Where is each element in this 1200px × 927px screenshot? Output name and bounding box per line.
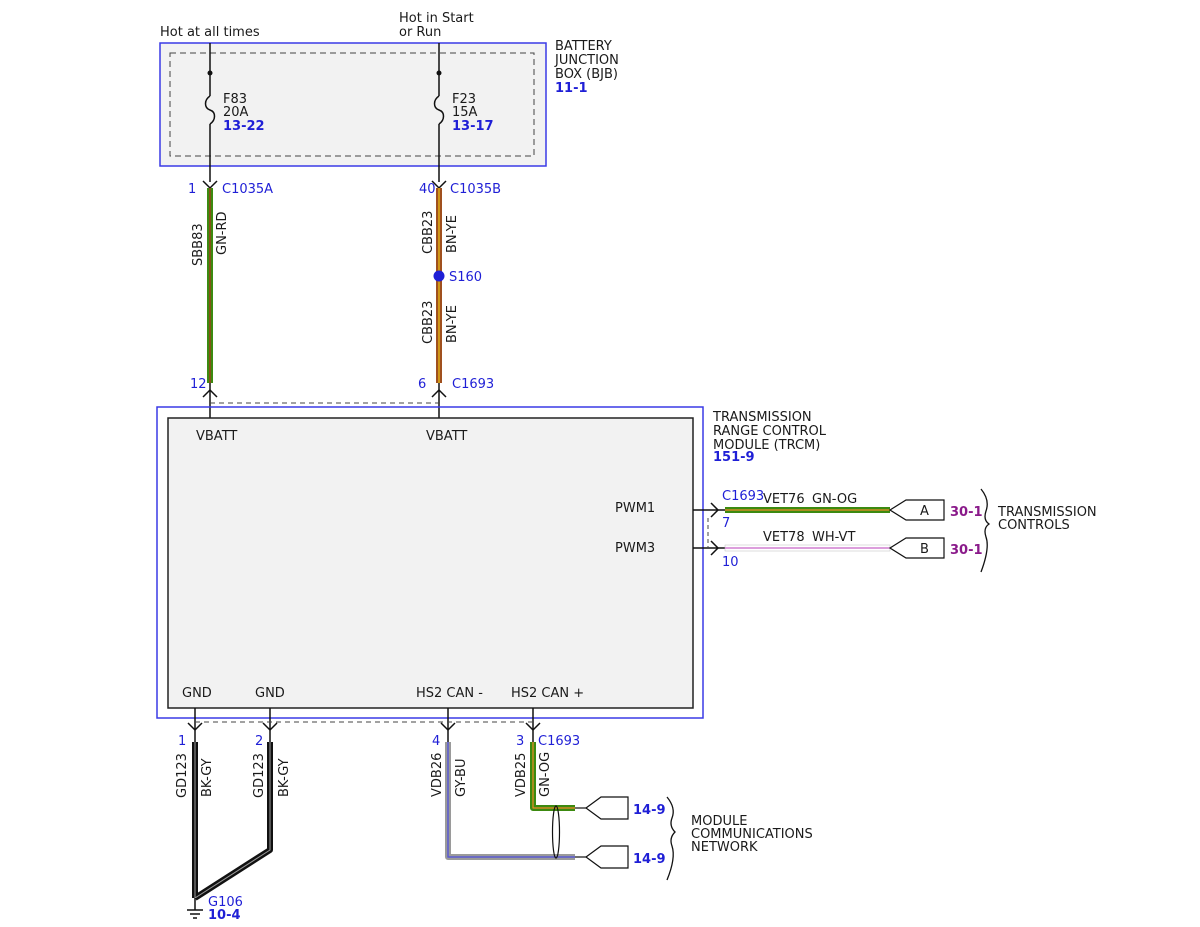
pin-vdb25: 3: [516, 734, 524, 749]
wire-gd123-a-circuit: GD123: [175, 753, 190, 798]
label-transmission-controls-2: CONTROLS: [998, 518, 1070, 533]
wire-vet78-circuit: VET78: [763, 530, 805, 545]
label-hot-in-start: Hot in Start: [399, 11, 474, 26]
bjb-inner-dashed: [169, 52, 535, 157]
label-transmission-controls-1: TRANSMISSION: [997, 505, 1097, 520]
connector-pwm3-arrow-icon: [710, 540, 720, 556]
label-network-3: NETWORK: [691, 840, 758, 855]
wire-sbb83-color: GN-RD: [215, 211, 230, 255]
pin-sbb83-top: 1: [188, 182, 196, 197]
pin-gd123-b: 2: [255, 734, 263, 749]
wire-gd123-a-color: BK-GY: [200, 758, 215, 797]
ref-transmission-a: 30-1: [950, 505, 983, 520]
splice-s160-icon: [433, 270, 445, 282]
ref-transmission-b: 30-1: [950, 543, 983, 558]
pin-gd123-a: 1: [178, 734, 186, 749]
trcm-pin-can-plus: HS2 CAN +: [511, 686, 584, 701]
trcm-name-line1: TRANSMISSION: [712, 410, 812, 425]
connector-gnd1-arrow-icon: [187, 722, 203, 732]
wire-vdb26-stripe: [447, 742, 575, 858]
connector-can-plus-arrow-icon: [525, 722, 541, 732]
connector-gnd2-arrow-icon: [262, 722, 278, 732]
connector-c1035a-arrow-icon: [202, 180, 218, 190]
label-or-run: or Run: [399, 25, 441, 40]
bjb-name-line1: BATTERY: [555, 39, 612, 54]
wire-vet76-color: GN-OG: [812, 492, 857, 507]
splice-s160: S160: [449, 270, 482, 285]
bracket-network-icon: [666, 796, 676, 881]
wire-cbb23-upper-color: BN-YE: [445, 215, 460, 253]
ground-g106: G106: [208, 895, 243, 910]
fuse-f83-ref: 13-22: [223, 119, 265, 134]
label-network-2: COMMUNICATIONS: [691, 827, 813, 842]
pin-vet78: 10: [722, 555, 739, 570]
pin-vdb26: 4: [432, 734, 440, 749]
network-flag-1-icon: [584, 796, 629, 820]
flag-b-icon: [888, 537, 945, 559]
wire-cbb23-lower-color: BN-YE: [445, 305, 460, 343]
trcm-pin-gnd-2: GND: [255, 686, 285, 701]
wire-cbb23-lower-circuit: CBB23: [421, 301, 436, 344]
connector-c1035a: C1035A: [222, 182, 273, 197]
wire-gd123-b-circuit: GD123: [252, 753, 267, 798]
trcm-frame: [156, 406, 704, 719]
pin-sbb83-bottom: 12: [190, 377, 207, 392]
twisted-pair-icon: [551, 805, 561, 859]
flag-a-label: A: [920, 504, 929, 519]
bjb-name-line3: BOX (BJB): [555, 67, 618, 82]
wire-vdb25-circuit: VDB25: [514, 753, 529, 797]
wire-sbb83-circuit: SBB83: [191, 223, 206, 266]
wire-vdb25-stripe: [532, 742, 575, 809]
bracket-transmission-icon: [980, 488, 991, 573]
ground-ref: 10-4: [208, 908, 241, 923]
trcm-ref: 151-9: [713, 450, 755, 465]
bjb-ref: 11-1: [555, 81, 588, 96]
trcm-pin-can-minus: HS2 CAN -: [416, 686, 483, 701]
connector-c1035b: C1035B: [450, 182, 501, 197]
trcm-body: [167, 417, 694, 709]
fuse-f23-id: F23: [452, 92, 476, 107]
bjb-name-line2: JUNCTION: [554, 53, 619, 68]
connector-pwm1-arrow-icon: [710, 502, 720, 518]
flag-b-label: B: [920, 542, 929, 557]
pin-cbb23-bottom: 6: [418, 377, 426, 392]
wire-vdb26-circuit: VDB26: [430, 753, 445, 797]
trcm-name-line3: MODULE (TRCM): [713, 438, 820, 453]
trcm-pin-vbatt-2: VBATT: [426, 429, 467, 444]
fuse-f83-icon: [204, 95, 216, 125]
wire-gd123-stripe: [194, 742, 271, 899]
wire-cbb23-upper-circuit: CBB23: [421, 211, 436, 254]
bjb-frame: [159, 42, 547, 167]
label-hot-at-all-times: Hot at all times: [160, 25, 260, 40]
network-flag-2-icon: [584, 845, 629, 869]
trcm-pin-pwm1: PWM1: [615, 501, 655, 516]
trcm-pin-pwm3: PWM3: [615, 541, 655, 556]
pin-cbb23-top: 40: [419, 182, 436, 197]
fuse-f23-ref: 13-17: [452, 119, 494, 134]
connector-can-minus-arrow-icon: [440, 722, 456, 732]
label-network-1: MODULE: [691, 814, 747, 829]
f23-node: [436, 70, 442, 76]
wire-vdb26-color: GY-BU: [454, 759, 469, 798]
fuse-f83-rating: 20A: [223, 105, 249, 120]
connector-c1693-top: C1693: [452, 377, 494, 392]
fuse-f23-icon: [433, 95, 445, 125]
wire-vet78-color: WH-VT: [812, 530, 855, 545]
wire-vdb25-color: GN-OG: [538, 752, 553, 797]
pin-vet76: 7: [722, 516, 730, 531]
trcm-pin-gnd-1: GND: [182, 686, 212, 701]
wire-gd123-b-color: BK-GY: [277, 758, 292, 797]
flag-a-icon: [888, 499, 945, 521]
trcm-name-line2: RANGE CONTROL: [713, 424, 827, 439]
connector-c1693-side: C1693: [722, 489, 764, 504]
ref-network-2: 14-9: [633, 852, 666, 867]
fuse-f23-rating: 15A: [452, 105, 478, 120]
connector-c1693-bottom: C1693: [538, 734, 580, 749]
wire-vet76-circuit: VET76: [763, 492, 805, 507]
ref-network-1: 14-9: [633, 803, 666, 818]
f83-node: [207, 70, 213, 76]
trcm-pin-vbatt-1: VBATT: [196, 429, 237, 444]
fuse-f83-id: F83: [223, 92, 247, 107]
